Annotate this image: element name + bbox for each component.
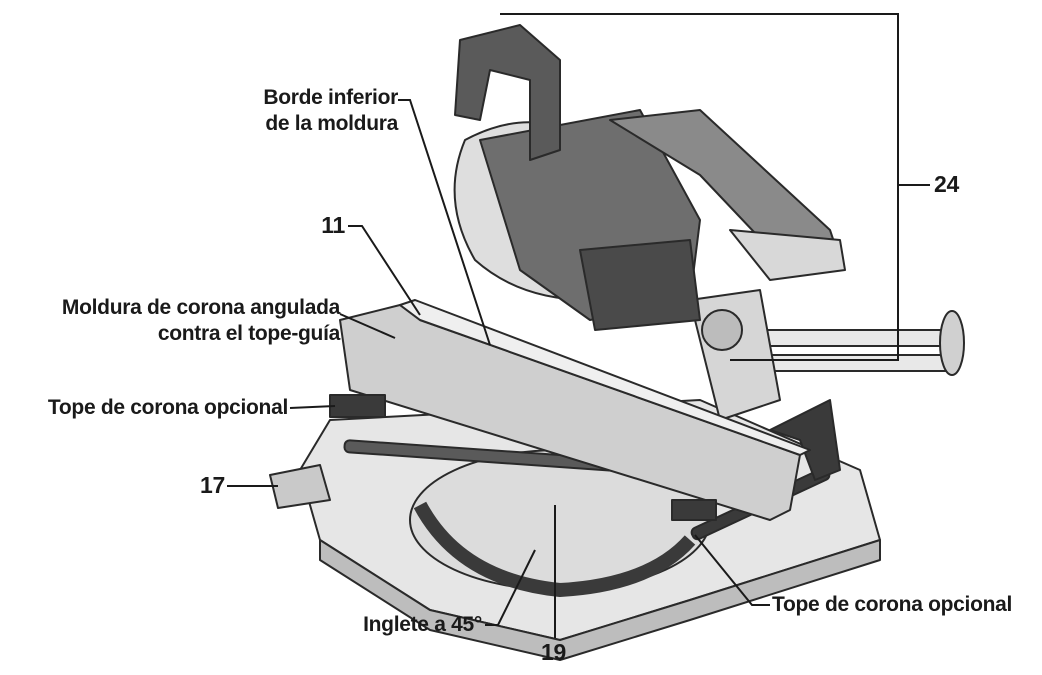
label-borde-inferior-line2: de la moldura bbox=[265, 112, 398, 135]
leader-borde-inferior bbox=[398, 99, 491, 346]
rear-rail-cap bbox=[939, 310, 965, 376]
leader-tope-left bbox=[289, 405, 336, 409]
label-moldura-line1: Moldura de corona angulada bbox=[61, 296, 340, 319]
crown-stop-right bbox=[671, 499, 717, 521]
rear-handle bbox=[769, 399, 841, 481]
label-tope-corona-right: Tope de corona opcional bbox=[772, 593, 1013, 616]
label-part-11: 11 bbox=[321, 212, 345, 238]
crown-stop-left bbox=[329, 394, 386, 418]
miter-scale bbox=[413, 501, 696, 597]
pivot-knob bbox=[701, 309, 743, 351]
leader-moldura bbox=[339, 313, 396, 339]
label-part-19: 19 bbox=[541, 639, 566, 665]
bevel-knob bbox=[269, 464, 331, 509]
dust-port bbox=[729, 229, 846, 281]
leader-inglete bbox=[485, 549, 536, 626]
leader-11 bbox=[348, 225, 421, 316]
crown-molding-face bbox=[399, 299, 811, 456]
leader-24 bbox=[500, 13, 899, 361]
label-part-17: 17 bbox=[200, 472, 225, 498]
label-part-24: 24 bbox=[934, 171, 959, 197]
label-tope-corona-left: Tope de corona opcional bbox=[47, 396, 288, 419]
base-front bbox=[319, 539, 881, 661]
gear-box bbox=[579, 239, 701, 331]
label-inglete: Inglete a 45° bbox=[363, 613, 482, 636]
label-borde-inferior-line1: Borde inferior bbox=[263, 86, 398, 109]
leader-tope-right bbox=[694, 534, 770, 606]
top-handle bbox=[454, 24, 561, 161]
label-moldura-line2: contra el tope-guía bbox=[157, 322, 340, 345]
